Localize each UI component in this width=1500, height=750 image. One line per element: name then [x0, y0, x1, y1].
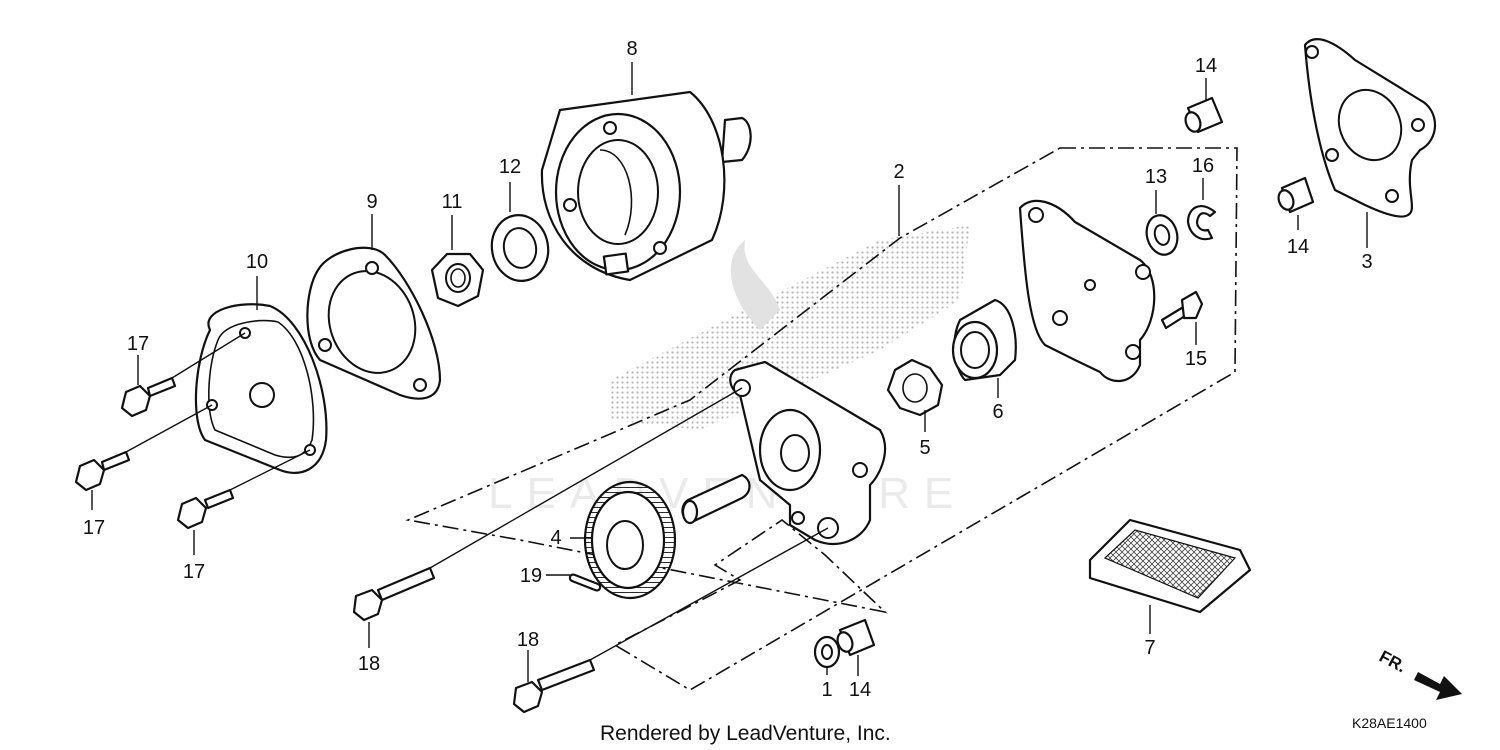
part-14-dowel-pin-top[interactable]	[1183, 96, 1224, 134]
part-17-bolt-upper[interactable]	[120, 376, 177, 418]
front-label: FR.	[1376, 647, 1409, 677]
part-19-pin[interactable]	[568, 573, 602, 592]
pump-body[interactable]	[729, 360, 887, 545]
part-18-bolt-upper[interactable]	[352, 566, 436, 622]
callout-19: 19	[520, 565, 542, 587]
callout-11: 11	[442, 191, 463, 213]
pump-shaft[interactable]	[681, 473, 751, 525]
part-2-pump-plate[interactable]	[1018, 199, 1156, 382]
callout-15: 15	[1185, 348, 1207, 370]
front-direction-indicator: FR.	[1376, 647, 1462, 700]
part-12-oil-seal[interactable]	[487, 211, 554, 286]
part-14-dowel-pin-bottom[interactable]	[835, 618, 876, 657]
leader-lines	[91, 62, 1368, 682]
callout-17-lower: 17	[183, 561, 205, 583]
callout-17-middle: 17	[83, 517, 105, 539]
callout-17-upper: 17	[127, 333, 149, 355]
callout-14-right: 14	[1287, 236, 1309, 258]
callout-18-upper: 18	[358, 653, 380, 675]
callout-13: 13	[1145, 166, 1167, 188]
part-13-washer[interactable]	[1142, 212, 1181, 258]
part-14-dowel-pin-right[interactable]	[1276, 176, 1315, 214]
callout-18-lower: 18	[517, 629, 539, 651]
callout-10: 10	[246, 251, 268, 273]
part-18-bolt-lower[interactable]	[512, 658, 596, 714]
callout-8: 8	[626, 38, 637, 60]
front-arrow-icon	[1414, 672, 1462, 700]
callout-14-bottom: 14	[849, 679, 871, 701]
part-5-inner-rotor[interactable]	[886, 358, 944, 417]
oil-pump-assembly-outline	[405, 147, 1238, 691]
callout-1: 1	[821, 679, 832, 701]
rendered-by-credit: Rendered by LeadVenture, Inc.	[600, 722, 891, 745]
part-15-bolt[interactable]	[1160, 290, 1204, 330]
part-8-pump-housing[interactable]	[540, 90, 752, 282]
part-10-pump-cover[interactable]	[194, 303, 328, 474]
callout-2: 2	[893, 161, 904, 183]
callout-6: 6	[992, 401, 1003, 423]
callout-12: 12	[499, 156, 521, 178]
part-7-oil-strainer[interactable]	[1088, 518, 1252, 614]
part-9-gasket[interactable]	[306, 246, 442, 400]
callout-labels: 8 12 11 9 10 2 14 13 16 14 3 15 6 5 4 19…	[83, 38, 1373, 701]
part-17-bolt-middle[interactable]	[74, 450, 131, 492]
callout-16: 16	[1192, 155, 1214, 177]
callout-4: 4	[550, 527, 561, 549]
callout-9: 9	[366, 191, 377, 213]
diagram-code: K28AE1400	[1352, 715, 1427, 731]
callout-14-top: 14	[1195, 55, 1217, 77]
part-16-circlip[interactable]	[1186, 205, 1217, 241]
part-11-flange-nut[interactable]	[430, 252, 485, 308]
part-6-outer-rotor[interactable]	[951, 298, 1017, 382]
callout-5: 5	[919, 437, 930, 459]
part-4-drive-gear[interactable]	[583, 480, 677, 600]
callout-3: 3	[1361, 251, 1372, 273]
part-17-bolt-lower[interactable]	[176, 488, 235, 530]
part-1-washer[interactable]	[813, 635, 841, 669]
callout-7: 7	[1144, 637, 1155, 659]
part-3-gasket[interactable]	[1303, 38, 1436, 218]
